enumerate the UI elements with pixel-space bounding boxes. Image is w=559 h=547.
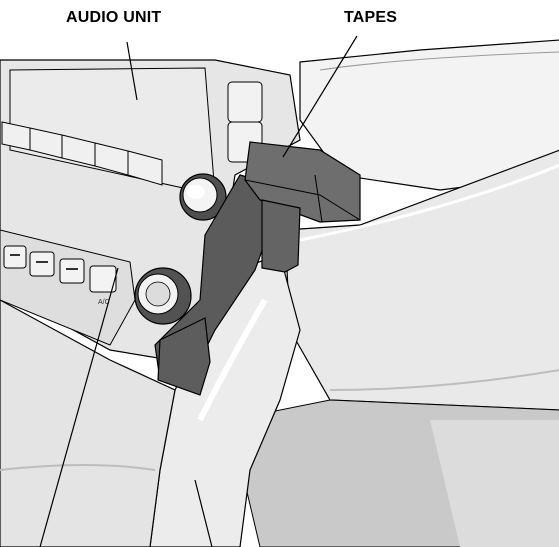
tape-lower xyxy=(261,199,301,273)
tuning-knob xyxy=(134,267,192,325)
lower-left-panel xyxy=(0,299,176,547)
tapes-leader xyxy=(282,35,358,158)
side-button-1 xyxy=(227,81,263,123)
tapes-callout: TAPES xyxy=(344,9,398,26)
audio-unit-leader xyxy=(126,41,138,101)
climate-buttons xyxy=(3,245,117,293)
preset-buttons xyxy=(1,121,163,186)
ac-button-label: A/C xyxy=(98,299,110,306)
tape-bottom xyxy=(157,317,211,396)
panel-leader-left xyxy=(39,267,119,547)
panel-leader-right xyxy=(194,479,213,547)
volume-knob xyxy=(179,173,227,221)
audio-unit-callout: AUDIO UNIT xyxy=(66,9,162,26)
